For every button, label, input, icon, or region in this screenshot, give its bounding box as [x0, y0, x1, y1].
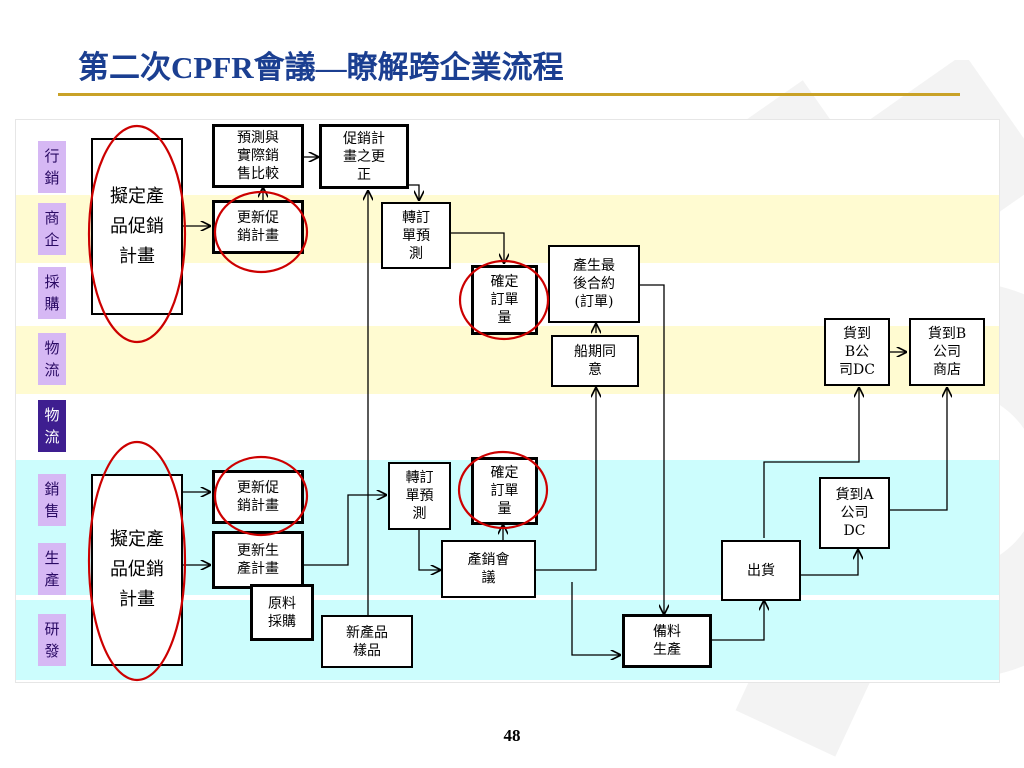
update-promo-box-top: 更新促 銷計畫: [212, 200, 304, 254]
confirm-order-box-bottom: 確定 訂單 量: [471, 457, 538, 525]
arrive-a-dc-text: 貨到A 公司 DC: [835, 487, 874, 539]
forecast-vs-actual-box: 預測與 實際銷 售比較: [212, 124, 304, 188]
lane-purchasing-text: 採 購: [44, 273, 60, 313]
lane-label-marketing: 行 銷: [38, 141, 66, 193]
final-contract-text: 產生最 後合約 (訂單): [573, 258, 615, 310]
ship-box: 出貨: [721, 540, 801, 601]
confirm-order-top-text: 確定 訂單 量: [490, 274, 519, 326]
raw-material-box: 原料 採購: [250, 584, 314, 641]
convert-forecast-box-top: 轉訂 單預 測: [381, 202, 451, 269]
slide-title: 第二次CPFR會議—瞭解跨企業流程: [78, 50, 564, 85]
new-product-sample-box: 新產品 樣品: [321, 615, 413, 668]
lane-logistics-bottom-text: 物 流: [44, 406, 60, 446]
convert-forecast-box-bottom: 轉訂 單預 測: [388, 462, 451, 530]
convert-forecast-bottom-text: 轉訂 單預 測: [405, 470, 434, 522]
lane-label-purchasing: 採 購: [38, 267, 66, 319]
plan-promo-box-bottom: 擬定產 品促銷 計畫: [91, 474, 183, 666]
sales-production-meeting-text: 產銷會 議: [467, 552, 510, 586]
lane-label-logistics-top: 物 流: [38, 333, 66, 385]
arrive-b-dc-box: 貨到 B公 司DC: [824, 318, 890, 386]
convert-forecast-top-text: 轉訂 單預 測: [402, 209, 430, 262]
raw-material-text: 原料 採購: [268, 595, 296, 630]
lane-production-text: 生 產: [44, 549, 60, 589]
update-promo-bottom-text: 更新促 銷計畫: [237, 480, 279, 514]
confirm-order-bottom-text: 確定 訂單 量: [490, 465, 519, 517]
ship-text: 出貨: [747, 562, 775, 579]
update-promo-box-bottom: 更新促 銷計畫: [212, 470, 304, 524]
update-production-box: 更新生 產計畫: [212, 531, 304, 589]
new-product-sample-text: 新產品 樣品: [346, 624, 388, 659]
lane-merchant-text: 商 企: [44, 209, 60, 249]
ship-date-agree-box: 船期同 意: [551, 335, 639, 387]
plan-promo-box-top: 擬定產 品促銷 計畫: [91, 138, 183, 315]
forecast-vs-actual-text: 預測與 實際銷 售比較: [237, 130, 279, 182]
plan-promo-bottom-text: 擬定產 品促銷 計畫: [110, 529, 164, 610]
page-number: 48: [503, 726, 521, 745]
sales-production-meeting-box: 產銷會 議: [441, 540, 536, 598]
title-rule: [58, 93, 960, 96]
lane-label-sales: 銷 售: [38, 474, 66, 526]
promo-plan-change-text: 促銷計 畫之更 正: [343, 130, 385, 183]
promo-plan-change-box: 促銷計 畫之更 正: [319, 124, 409, 189]
confirm-order-box-top: 確定 訂單 量: [471, 265, 538, 335]
lane-label-rnd: 研 發: [38, 614, 66, 666]
lane-label-logistics-bottom: 物 流: [38, 400, 66, 452]
prepare-produce-text: 備料 生產: [653, 624, 681, 658]
update-promo-top-text: 更新促 銷計畫: [237, 210, 279, 244]
arrive-b-dc-text: 貨到 B公 司DC: [839, 326, 875, 378]
lane-marketing-text: 行 銷: [44, 147, 60, 187]
lane-sales-text: 銷 售: [44, 480, 60, 520]
lane-label-merchant: 商 企: [38, 203, 66, 255]
arrive-b-store-box: 貨到B 公司 商店: [909, 318, 985, 386]
final-contract-box: 產生最 後合約 (訂單): [548, 245, 640, 323]
arrive-a-dc-box: 貨到A 公司 DC: [819, 477, 890, 549]
lane-logistics-top-text: 物 流: [44, 339, 60, 379]
lane-label-production: 生 產: [38, 543, 66, 595]
arrive-b-store-text: 貨到B 公司 商店: [927, 326, 967, 378]
ship-date-agree-text: 船期同 意: [574, 344, 616, 378]
plan-promo-top-text: 擬定產 品促銷 計畫: [110, 185, 164, 267]
update-production-text: 更新生 產計畫: [237, 543, 279, 577]
cross-enterprise-flow-diagram: 行 銷 商 企 採 購 物 流 物 流 銷 售 生 產 研 發: [16, 120, 999, 682]
prepare-produce-box: 備料 生產: [622, 614, 712, 668]
lane-rnd-text: 研 發: [44, 620, 60, 660]
